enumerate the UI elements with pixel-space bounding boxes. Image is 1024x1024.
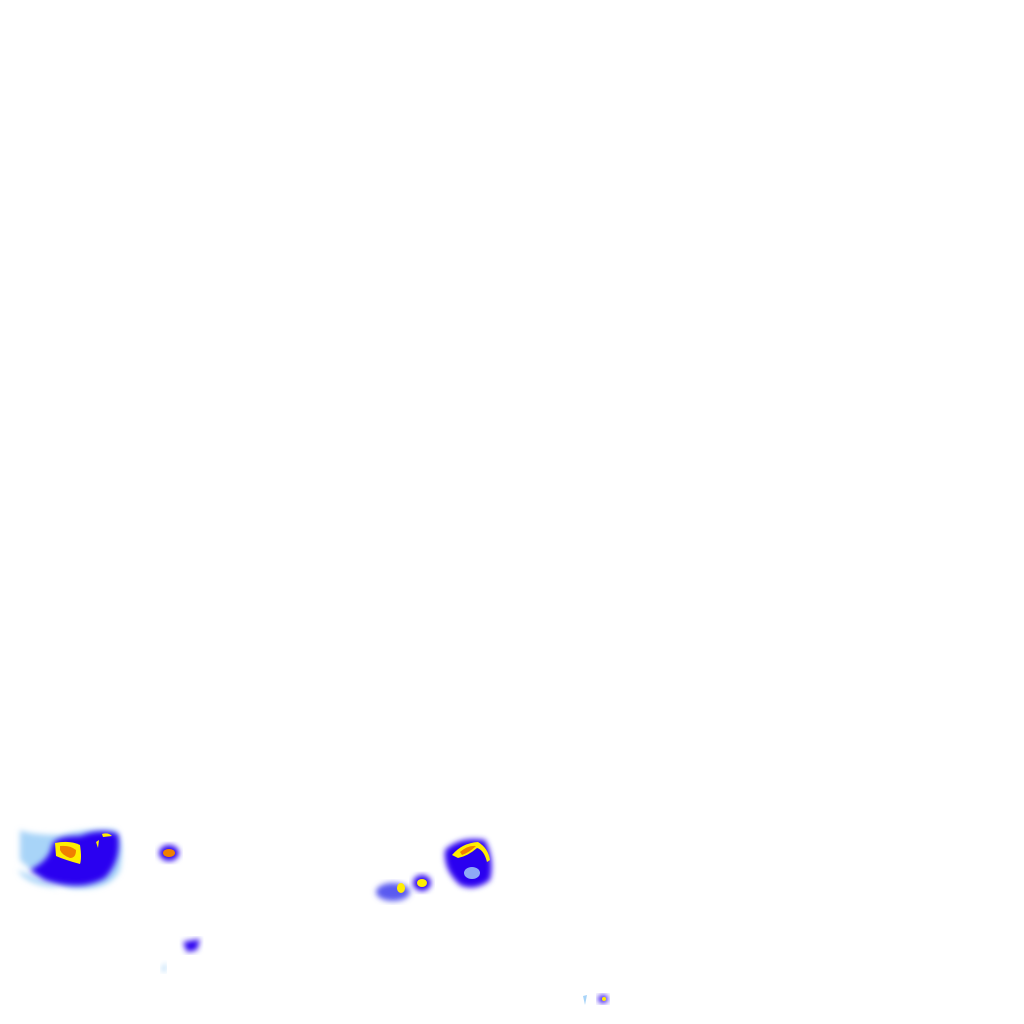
storm-cell-south <box>161 939 200 972</box>
storm-cell-east <box>583 995 608 1005</box>
severe-precip <box>60 845 76 858</box>
intense-precip <box>417 879 427 887</box>
storm-cell-west <box>18 829 122 889</box>
light-precip <box>464 867 480 879</box>
light-precip <box>161 962 166 972</box>
moderate-precip <box>376 883 410 901</box>
intense-precip <box>397 883 405 893</box>
intense-precip <box>452 842 490 862</box>
intense-precip <box>602 997 606 1001</box>
light-precip <box>583 995 587 1005</box>
severe-precip <box>460 845 476 855</box>
intense-precip <box>96 833 112 848</box>
storm-cell-central <box>376 839 492 901</box>
moderate-precip <box>183 939 200 952</box>
severe-precip <box>163 849 175 857</box>
storm-cell-small <box>159 845 179 861</box>
